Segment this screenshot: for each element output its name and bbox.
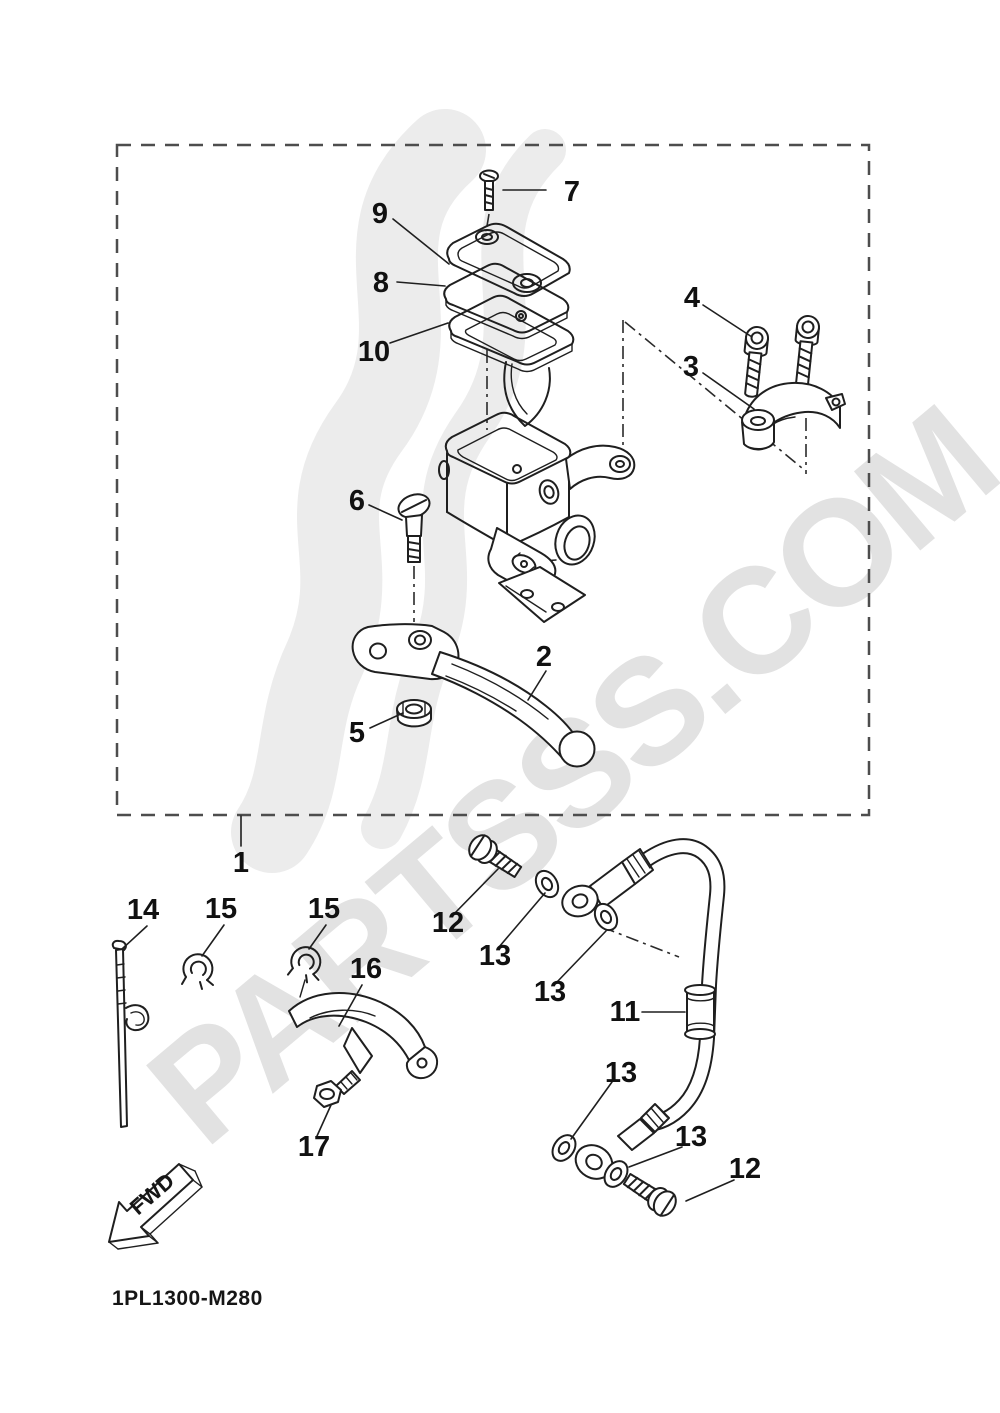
callout-16[interactable]: 16 <box>350 953 382 985</box>
drawing-code: 1PL1300-M280 <box>112 1287 263 1310</box>
callouts: 7 9 8 10 4 3 6 2 5 1 14 15 15 16 17 12 1… <box>127 176 761 1185</box>
watermark: PARTSSS.COM <box>117 109 1000 1175</box>
callout-13d[interactable]: 13 <box>675 1121 707 1153</box>
part-8-diaphragm-plate <box>443 262 570 340</box>
part-11-brake-hose <box>546 838 726 1193</box>
callout-12b[interactable]: 12 <box>729 1153 761 1185</box>
callout-4[interactable]: 4 <box>684 282 700 314</box>
callout-8[interactable]: 8 <box>373 267 389 299</box>
part-17-bracket-bolt <box>313 1070 361 1108</box>
part-15-hose-clips <box>181 944 324 998</box>
master-cylinder-body <box>438 411 636 623</box>
leader-lines <box>121 189 755 1202</box>
fwd-arrow <box>108 1163 203 1250</box>
callout-17[interactable]: 17 <box>298 1131 330 1163</box>
callout-15b[interactable]: 15 <box>308 893 340 925</box>
part-14-cable-tie <box>111 939 150 1128</box>
callout-2[interactable]: 2 <box>536 641 552 673</box>
hose-grommet <box>684 984 716 1040</box>
assembly-group-box <box>115 143 871 817</box>
callout-11[interactable]: 11 <box>610 996 641 1028</box>
callout-5[interactable]: 5 <box>349 717 365 749</box>
part-7-cap-screw <box>479 169 499 211</box>
callout-15a[interactable]: 15 <box>205 893 237 925</box>
part-2-brake-lever <box>351 623 596 768</box>
callout-10[interactable]: 10 <box>358 336 390 368</box>
part-3-handlebar-clamp <box>741 381 846 451</box>
callout-13a[interactable]: 13 <box>479 940 511 972</box>
callout-14[interactable]: 14 <box>127 894 159 926</box>
callout-9[interactable]: 9 <box>372 198 388 230</box>
part-10-diaphragm <box>448 294 575 427</box>
callout-1[interactable]: 1 <box>233 847 249 879</box>
part-16-hose-guide <box>288 992 439 1080</box>
callout-6[interactable]: 6 <box>349 485 365 517</box>
callout-13b[interactable]: 13 <box>534 976 566 1008</box>
callout-13c[interactable]: 13 <box>605 1057 637 1089</box>
part-6-pivot-screw <box>397 493 431 563</box>
callout-3[interactable]: 3 <box>683 351 699 383</box>
callout-7[interactable]: 7 <box>564 176 580 208</box>
part-5-pivot-nut <box>396 699 432 728</box>
callout-12a[interactable]: 12 <box>432 907 464 939</box>
